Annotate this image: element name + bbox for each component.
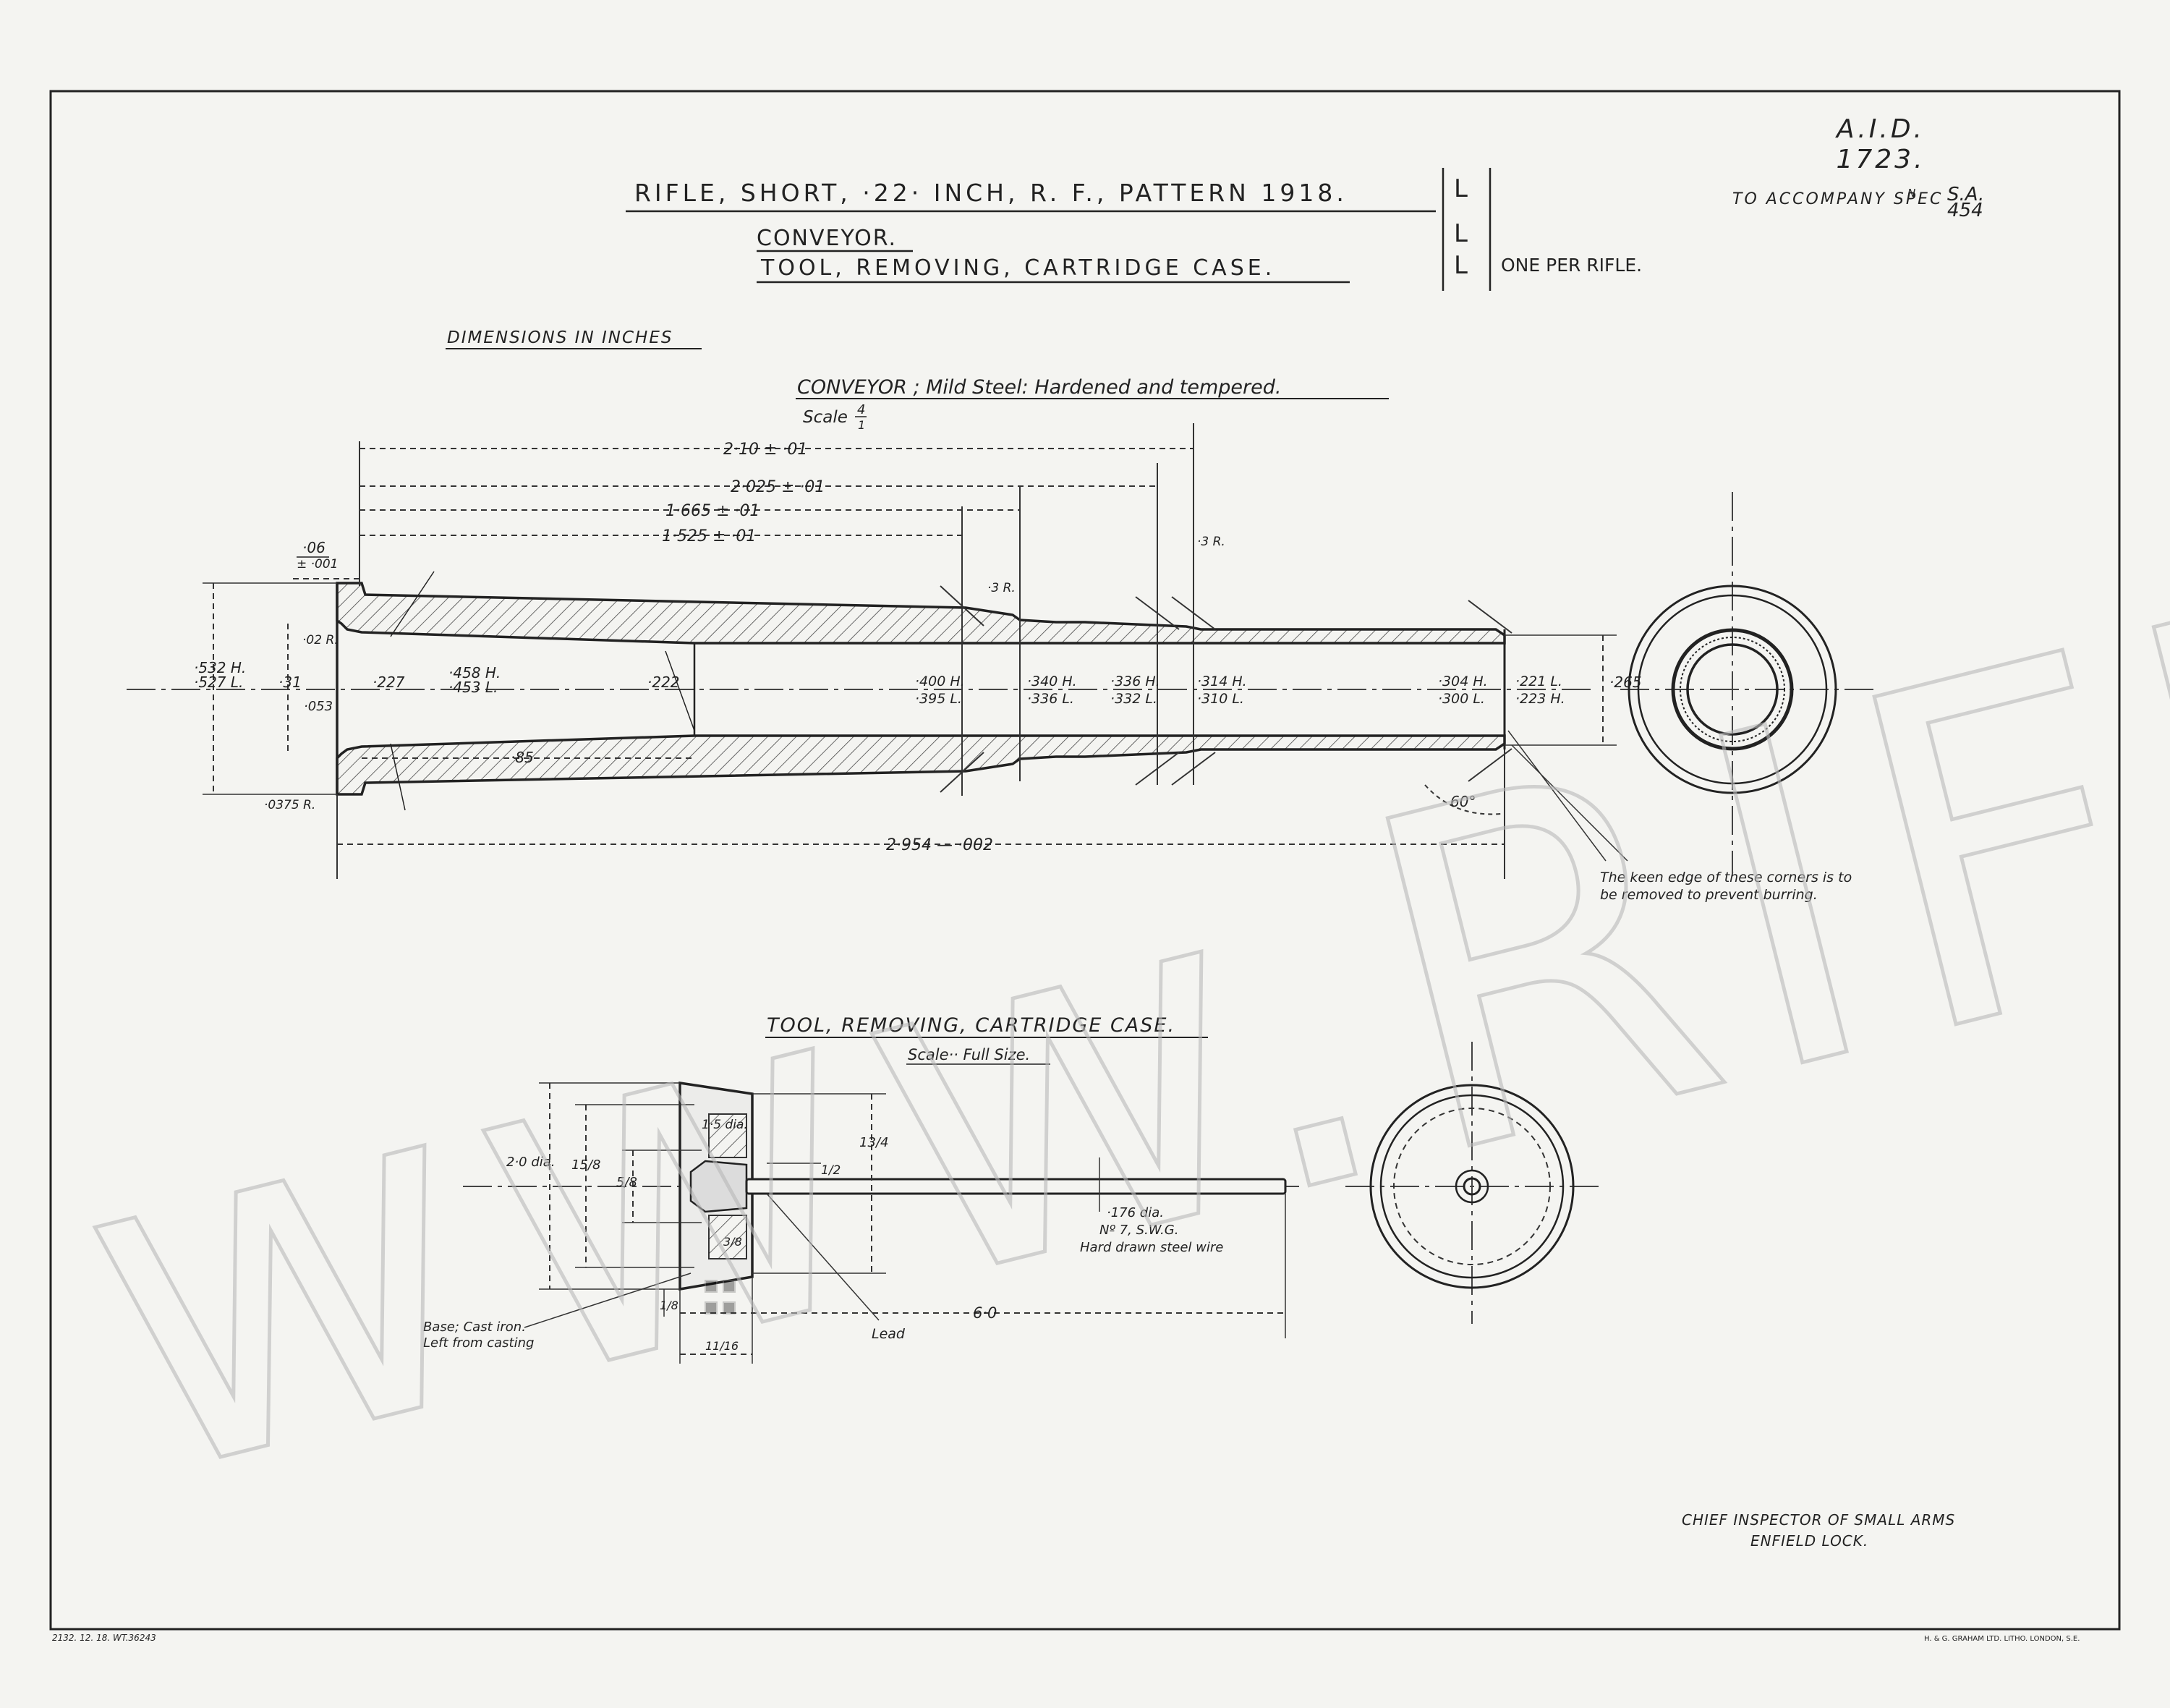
dim-od-high: ·532 H. bbox=[194, 659, 246, 676]
dim-base-dia: 2·0 dia. bbox=[506, 1155, 556, 1170]
dim-5-8: 5/8 bbox=[616, 1175, 637, 1190]
title-item-conveyor: CONVEYOR. bbox=[757, 226, 897, 251]
dim-length-1-525: 1·525 ± ·01 bbox=[662, 527, 756, 545]
dia-340: ·340 H. bbox=[1027, 674, 1077, 689]
dim-bore-31: ·31 bbox=[278, 674, 302, 691]
dim-11-16: 11/16 bbox=[705, 1339, 739, 1353]
dia-304: ·304 H. bbox=[1438, 674, 1488, 689]
conveyor-lower-wall bbox=[336, 734, 1506, 796]
dim-85: ·85 bbox=[511, 749, 534, 766]
sheet-border bbox=[49, 90, 2121, 1631]
dimensions-note: DIMENSIONS IN INCHES bbox=[447, 328, 673, 347]
dim-053: ·053 bbox=[304, 699, 333, 714]
conveyor-scale-den: 1 bbox=[858, 418, 865, 432]
dim-overall-length: 2·954 — ·002 bbox=[886, 836, 993, 854]
dia-314: ·314 H. bbox=[1197, 674, 1247, 689]
angle-60: 60° bbox=[1450, 793, 1476, 810]
quantity-note: ONE PER RIFLE. bbox=[1501, 255, 1642, 276]
drawing-title: RIFLE, SHORT, ·22· INCH, R. F., PATTERN … bbox=[634, 179, 1348, 207]
radius-label-2: ·3 R. bbox=[1197, 535, 1225, 549]
print-code: 2132. 12. 18. WT.36243 bbox=[52, 1633, 156, 1643]
watermark-text: www.RIFLEMAN.C bbox=[33, 8, 2170, 1584]
dim-flange-06: ·06 bbox=[302, 539, 326, 556]
printer-note: H. & G. GRAHAM LTD. LITHO. LONDON, S.E. bbox=[1924, 1635, 2080, 1643]
conveyor-title: CONVEYOR ; Mild Steel: Hardened and temp… bbox=[797, 376, 1281, 399]
wire-material: Hard drawn steel wire bbox=[1080, 1240, 1223, 1255]
dia-400: ·400 H. bbox=[915, 674, 965, 689]
lead-label: Lead bbox=[872, 1326, 906, 1342]
dim-1-2: 1/2 bbox=[821, 1163, 841, 1178]
conveyor-end-view bbox=[1628, 492, 1837, 875]
conveyor-scale-label: Scale bbox=[803, 408, 848, 427]
aid-number: 1723. bbox=[1836, 145, 1925, 174]
dia-223: ·223 H. bbox=[1515, 691, 1565, 707]
header-block: A.I.D. 1723. TO ACCOMPANY SPEC N S.A. 45… bbox=[446, 114, 1984, 349]
conveyor-drawing: CONVEYOR ; Mild Steel: Hardened and temp… bbox=[127, 376, 1873, 903]
dim-222: ·222 bbox=[647, 674, 680, 691]
dim-458: ·458 H. bbox=[448, 664, 501, 681]
dim-1-8: 1/8 bbox=[660, 1299, 678, 1312]
mark-l-1: L bbox=[1454, 174, 1468, 203]
conveyor-scale-num: 4 bbox=[857, 402, 865, 417]
accompany-spec-number: 454 bbox=[1947, 200, 1983, 221]
title-item-tool: TOOL, REMOVING, CARTRIDGE CASE. bbox=[760, 255, 1275, 281]
tool-length: 6·0 bbox=[973, 1304, 997, 1322]
dim-flange-tol: ± ·001 bbox=[297, 557, 339, 572]
dim-length-1-665: 1·665 ± ·01 bbox=[665, 502, 760, 520]
base-note-1: Base; Cast iron. bbox=[423, 1320, 526, 1335]
aid-reference: A.I.D. bbox=[1835, 114, 1925, 144]
accompany-spec-super: N bbox=[1907, 187, 1915, 200]
note-line-1: The keen edge of these corners is to bbox=[1600, 870, 1852, 885]
dia-332: ·332 L. bbox=[1110, 691, 1157, 707]
dim-15-8: 15/8 bbox=[571, 1157, 600, 1173]
tool-wire bbox=[745, 1178, 1287, 1195]
note-line-2: be removed to prevent burring. bbox=[1600, 887, 1818, 903]
dim-227: ·227 bbox=[373, 674, 405, 691]
radius-label-3: ·02 R. bbox=[302, 633, 339, 647]
dia-395: ·395 L. bbox=[915, 691, 962, 707]
inspector-line-2: ENFIELD LOCK. bbox=[1750, 1532, 1868, 1550]
dia-221: ·221 L. bbox=[1515, 674, 1562, 689]
dim-3-8: 3/8 bbox=[723, 1235, 742, 1249]
tool-drawing: TOOL, REMOVING, CARTRIDGE CASE. Scale·· … bbox=[423, 1014, 1599, 1364]
dim-od-low: ·527 L. bbox=[194, 674, 243, 691]
mark-l-3: L bbox=[1454, 251, 1468, 280]
dim-13-4: 13/4 bbox=[859, 1135, 888, 1150]
tool-end-view bbox=[1345, 1042, 1599, 1324]
conveyor-upper-wall bbox=[336, 582, 1506, 645]
accompany-spec-sa: S.A. bbox=[1947, 184, 1984, 205]
dia-300: ·300 L. bbox=[1438, 691, 1485, 707]
dim-265: ·265 bbox=[1609, 674, 1642, 691]
tool-scale: Scale·· Full Size. bbox=[908, 1046, 1030, 1063]
accompany-spec-label: TO ACCOMPANY SPEC bbox=[1732, 190, 1943, 208]
dim-1-5-dia: 1·5 dia. bbox=[702, 1118, 748, 1132]
base-note-2: Left from casting bbox=[423, 1335, 534, 1351]
dim-length-2-10: 2·10 ± ·01 bbox=[723, 441, 807, 459]
dia-310: ·310 L. bbox=[1197, 691, 1244, 707]
radius-label-4: ·0375 R. bbox=[264, 798, 315, 812]
inspector-line-1: CHIEF INSPECTOR OF SMALL ARMS bbox=[1682, 1511, 1955, 1529]
radius-label-1: ·3 R. bbox=[987, 581, 1016, 595]
mark-l-2: L bbox=[1454, 219, 1468, 248]
tool-title: TOOL, REMOVING, CARTRIDGE CASE. bbox=[767, 1014, 1175, 1037]
dim-453: ·453 L. bbox=[448, 679, 498, 696]
tool-lead-insert bbox=[689, 1160, 748, 1213]
wire-gauge: Nº 7, S.W.G. bbox=[1099, 1223, 1178, 1238]
dim-length-2-025: 2·025 ± ·01 bbox=[731, 478, 825, 496]
wire-dia: ·176 dia. bbox=[1107, 1205, 1164, 1220]
dia-336b: ·336 H. bbox=[1110, 674, 1160, 689]
dia-336a: ·336 L. bbox=[1027, 691, 1074, 707]
